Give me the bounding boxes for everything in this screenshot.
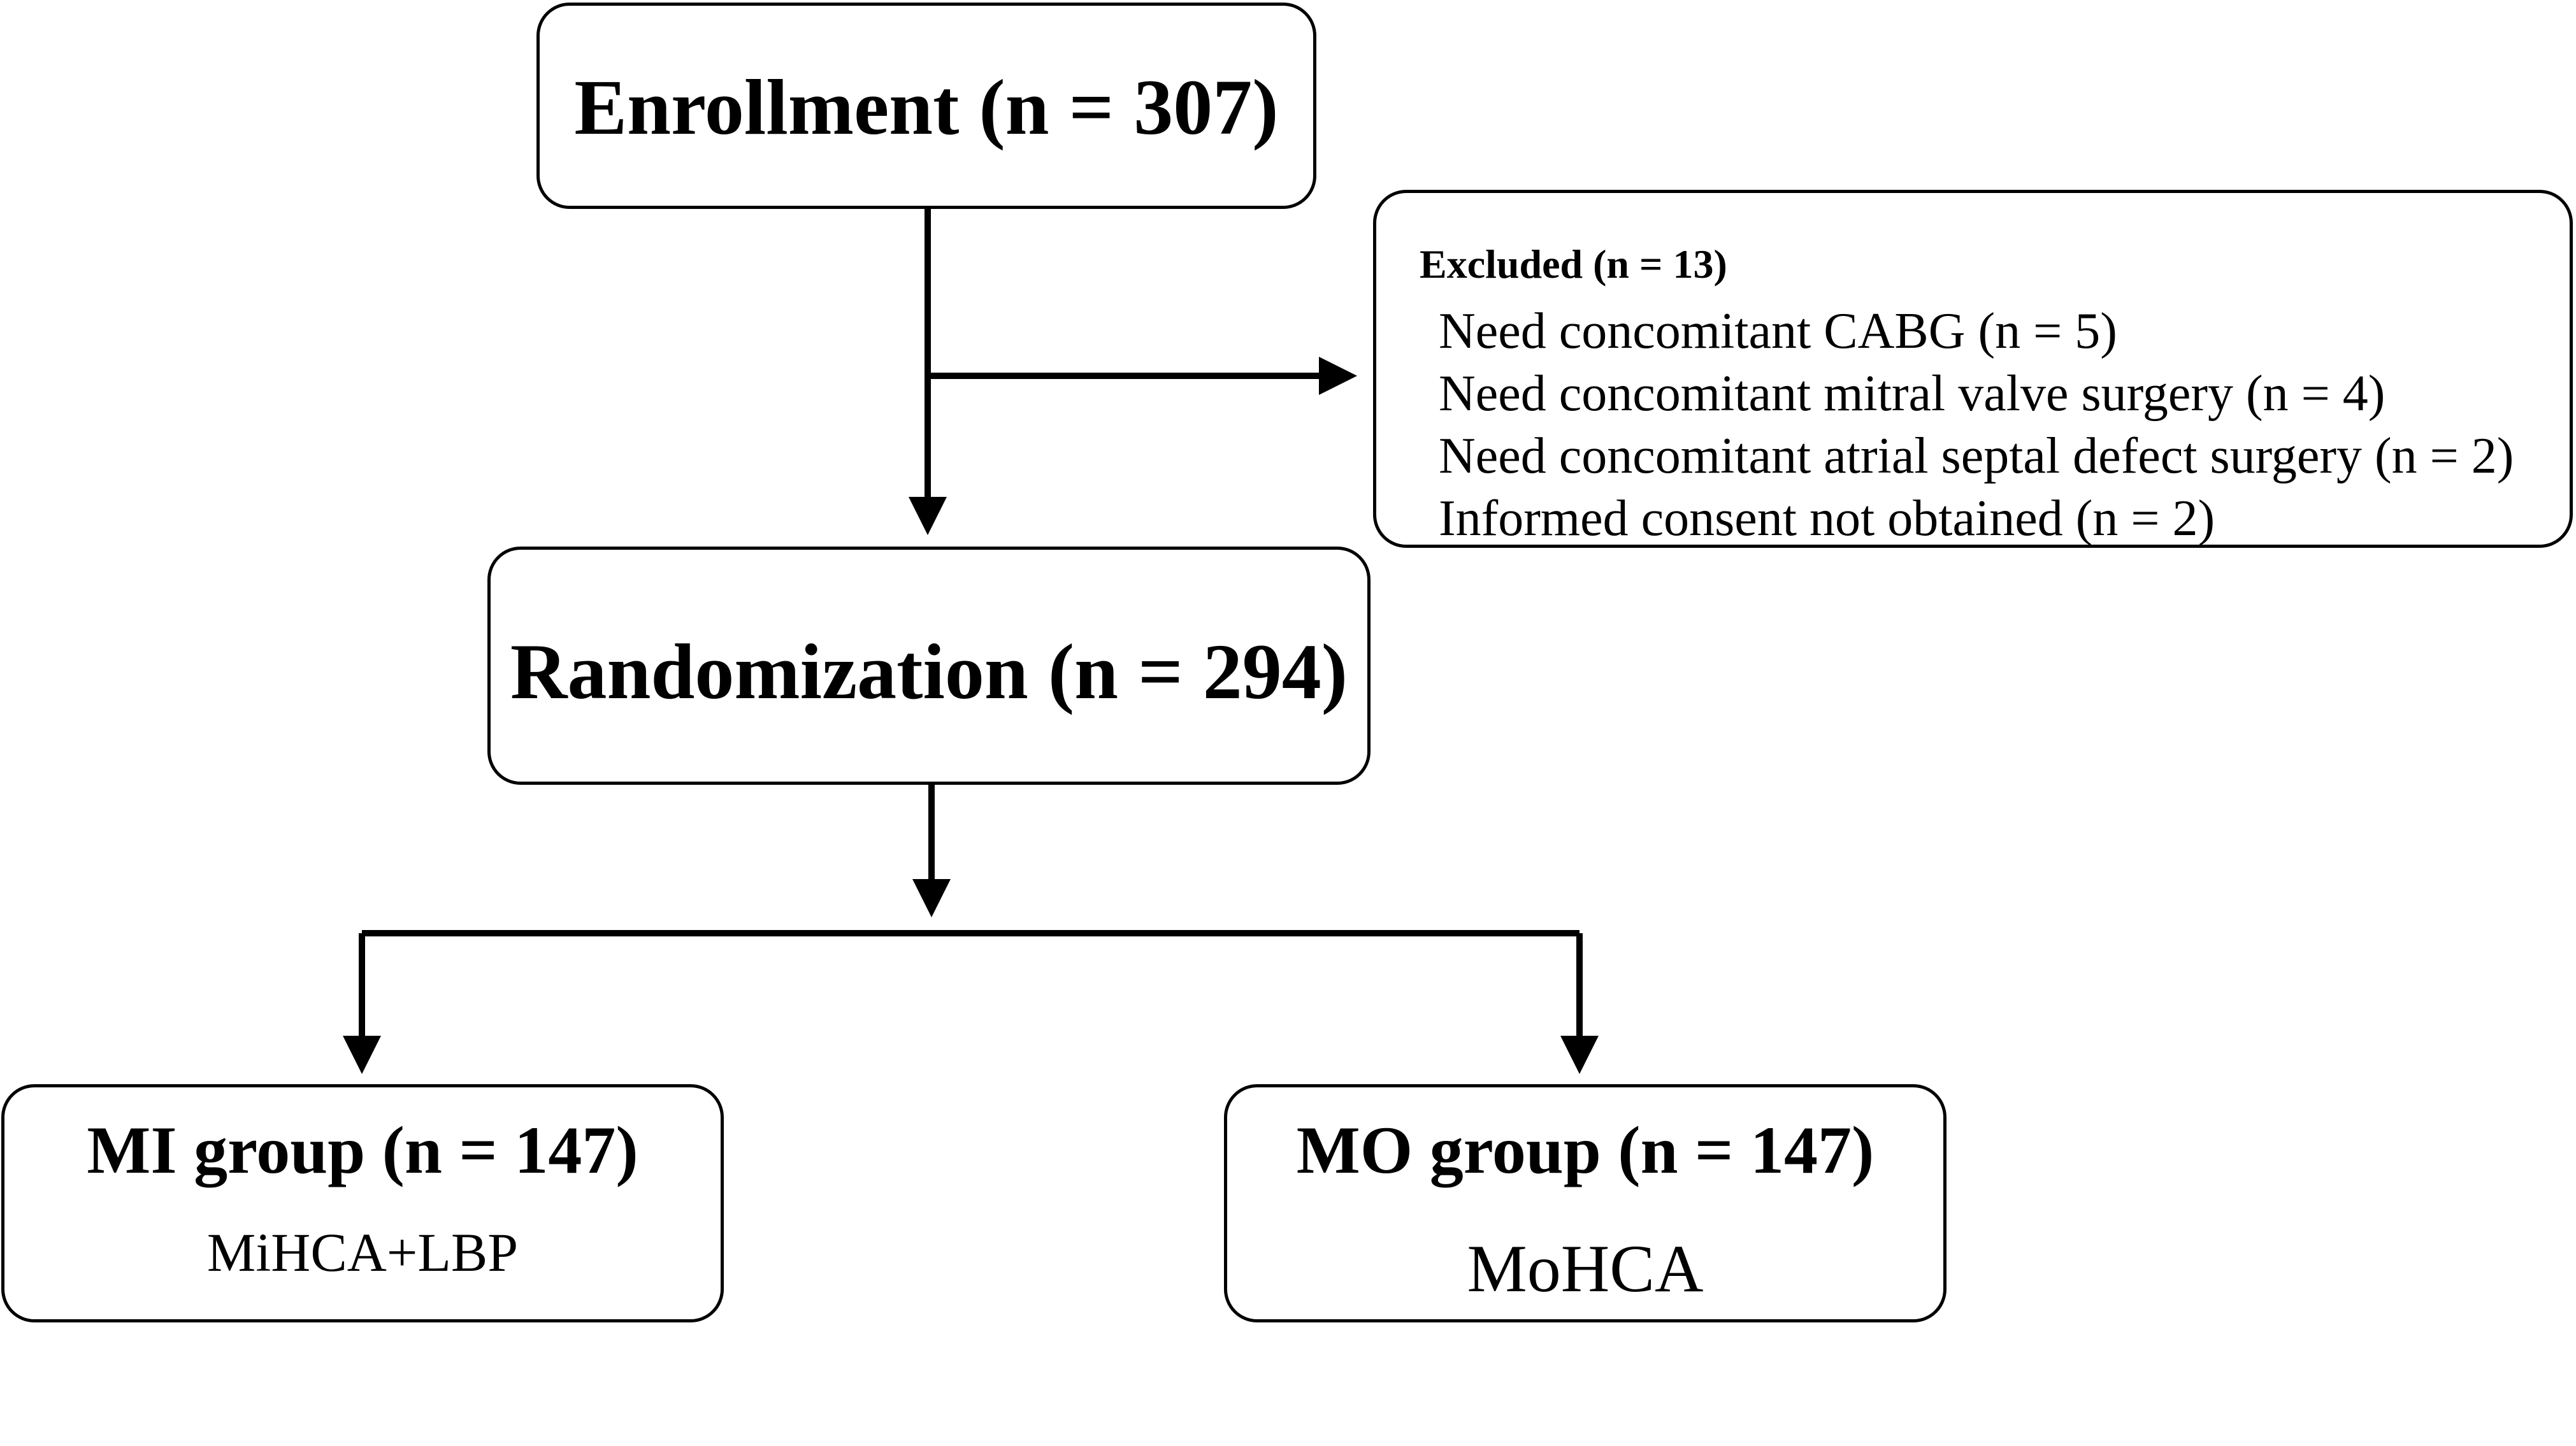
split-bar	[362, 933, 1579, 1077]
excluded-box: Excluded (n = 13) Need concomitant CABG …	[1373, 190, 2573, 548]
randomization-title: Randomization (n = 294)	[510, 628, 1348, 715]
excluded-reason-item: Need concomitant atrial septal defect su…	[1439, 428, 2514, 484]
randomization-box: Randomization (n = 294)	[487, 547, 1371, 785]
mi-group-intervention: MiHCA+LBP	[206, 1222, 519, 1283]
mi-group-title: MI group (n = 147)	[87, 1113, 638, 1187]
excluded-reason-item: Need concomitant mitral valve surgery (n…	[1439, 366, 2385, 422]
mo-group-box: MO group (n = 147) MoHCA	[1224, 1084, 1946, 1322]
mo-group-intervention: MoHCA	[1467, 1231, 1704, 1306]
mo-group-title: MO group (n = 147)	[1296, 1113, 1874, 1187]
enrollment-box: Enrollment (n = 307)	[536, 3, 1316, 209]
mi-group-box: MI group (n = 147) MiHCA+LBP	[1, 1084, 724, 1322]
excluded-reasons-list: Need concomitant CABG (n = 5) Need conco…	[1439, 300, 2514, 550]
excluded-reason-item: Need concomitant CABG (n = 5)	[1439, 303, 2117, 359]
enrollment-title: Enrollment (n = 307)	[574, 64, 1279, 151]
excluded-title: Excluded (n = 13)	[1420, 241, 1727, 287]
excluded-reason-item: Informed consent not obtained (n = 2)	[1439, 490, 2215, 547]
